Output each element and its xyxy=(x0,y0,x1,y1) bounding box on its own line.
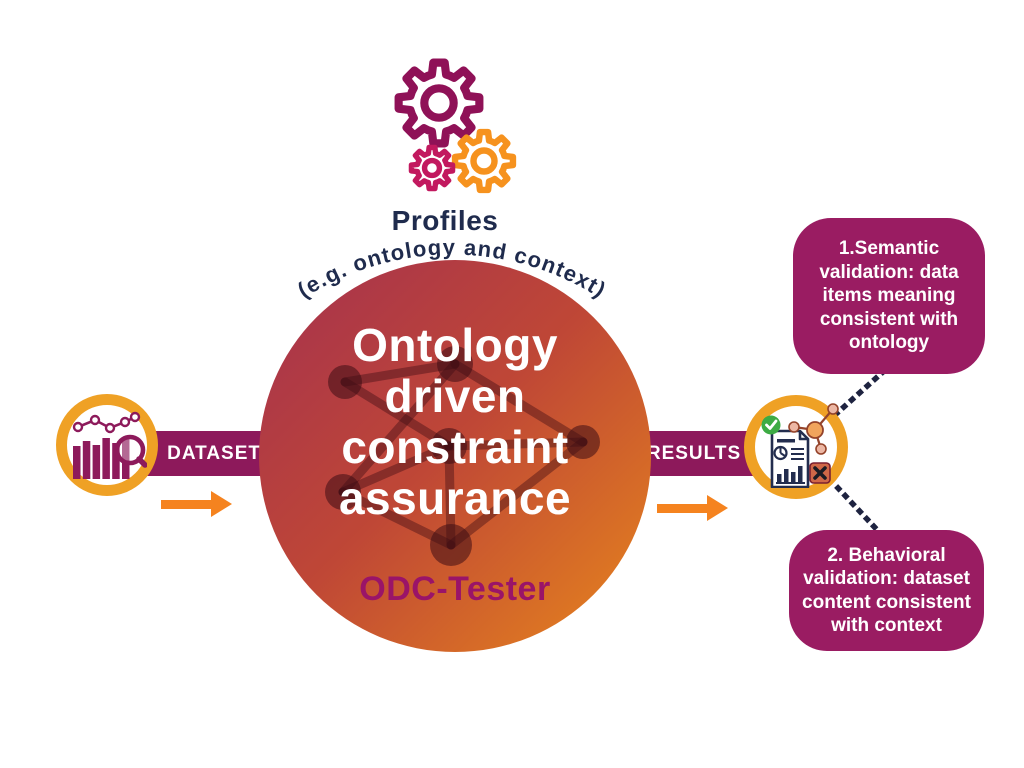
molecule-icon xyxy=(788,403,839,455)
arrow-head xyxy=(211,491,232,517)
report-document-icon xyxy=(761,415,810,488)
semantic-validation-box: 1.Semantic validation: data items meanin… xyxy=(793,218,985,374)
connector-to-behavioral-box xyxy=(834,484,884,537)
arrow-shaft xyxy=(657,503,707,513)
behavioral-validation-text: 2. Behavioral validation: dataset conten… xyxy=(802,544,971,637)
bar-chart-magnifier-icon xyxy=(72,411,147,479)
dataset-banner-label: DATASET xyxy=(167,442,261,464)
results-arrow-icon xyxy=(657,495,728,521)
arrow-head xyxy=(707,495,728,521)
ontology-network-icon xyxy=(325,346,600,566)
check-icon xyxy=(761,415,781,435)
gear-small-icon xyxy=(405,141,459,195)
semantic-validation-text: 1.Semantic validation: data items meanin… xyxy=(819,238,959,354)
odc-tester-circle: Ontology driven constraint assurance ODC… xyxy=(259,260,651,652)
odc-tester-label: ODC-Tester xyxy=(359,570,551,608)
results-banner-label: RESULTS xyxy=(646,442,742,464)
profiles-title: Profiles xyxy=(391,205,499,236)
x-icon xyxy=(809,462,831,484)
dataset-icon xyxy=(56,394,158,496)
molecule-and-error-overlay xyxy=(788,403,839,484)
dataset-arrow-icon xyxy=(161,491,232,517)
arrow-shaft xyxy=(161,499,211,509)
behavioral-validation-box: 2. Behavioral validation: dataset conten… xyxy=(789,530,984,651)
circle-title: Ontology driven constraint assurance xyxy=(338,319,572,524)
